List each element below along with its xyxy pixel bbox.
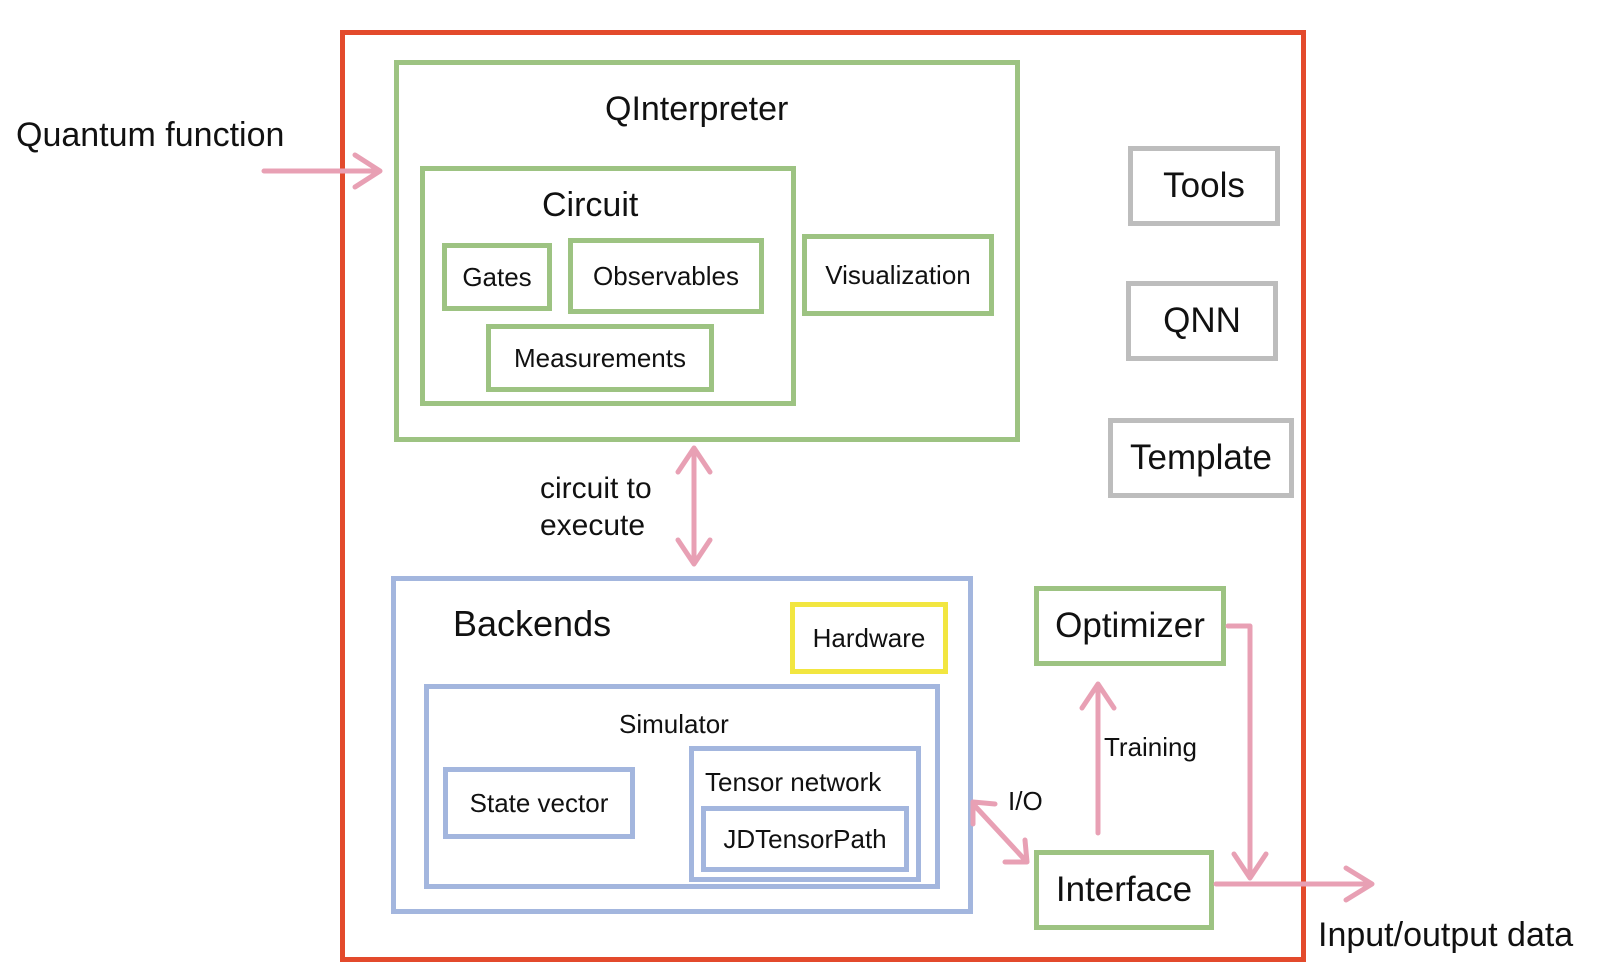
optimizer-box: Optimizer xyxy=(1034,586,1226,666)
hardware-box: Hardware xyxy=(790,602,948,674)
io-arrow xyxy=(970,799,1030,865)
observables-label: Observables xyxy=(593,260,739,291)
circuit-to-execute-line1: circuit to xyxy=(540,472,652,505)
qinterpreter-title: QInterpreter xyxy=(605,90,789,128)
optimizer-label: Optimizer xyxy=(1055,606,1205,645)
circuit-to-execute-label: circuit to execute xyxy=(540,470,652,544)
visualization-box: Visualization xyxy=(802,234,994,316)
output-arrow xyxy=(1213,865,1375,903)
outer-frame xyxy=(340,30,1306,962)
state-vector-box: State vector xyxy=(443,767,635,839)
circuit-exec-arrow xyxy=(675,445,713,567)
circuit-title: Circuit xyxy=(542,186,639,224)
optimizer-output-arrow xyxy=(1225,623,1269,881)
qnn-label: QNN xyxy=(1163,301,1241,340)
simulator-box xyxy=(424,684,940,889)
tools-box: Tools xyxy=(1128,146,1280,226)
training-arrow xyxy=(1079,681,1117,836)
template-box: Template xyxy=(1108,418,1294,498)
circuit-box xyxy=(420,166,796,406)
visualization-label: Visualization xyxy=(825,259,971,290)
interface-label: Interface xyxy=(1055,870,1193,909)
observables-box: Observables xyxy=(568,238,764,314)
tools-label: Tools xyxy=(1163,166,1245,205)
input-arrow xyxy=(261,152,383,190)
state-vector-label: State vector xyxy=(469,787,609,818)
quantum-function-label: Quantum function xyxy=(16,116,285,154)
backends-title: Backends xyxy=(453,603,612,644)
tensor-network-box xyxy=(689,746,921,882)
input-output-data-label: Input/output data xyxy=(1318,916,1574,954)
backends-box xyxy=(391,576,973,914)
io-label: I/O xyxy=(1008,786,1043,816)
interface-box: Interface xyxy=(1034,850,1214,930)
qnn-box: QNN xyxy=(1126,281,1278,361)
simulator-title: Simulator xyxy=(619,709,729,739)
hardware-label: Hardware xyxy=(812,622,926,653)
training-label: Training xyxy=(1104,732,1197,762)
qinterpreter-box xyxy=(394,60,1020,442)
gates-box: Gates xyxy=(442,243,552,311)
template-label: Template xyxy=(1129,438,1273,477)
measurements-box: Measurements xyxy=(486,324,714,392)
measurements-label: Measurements xyxy=(514,342,686,373)
circuit-to-execute-line2: execute xyxy=(540,509,646,542)
jdtensorpath-label: JDTensorPath xyxy=(723,823,887,854)
jdtensorpath-box: JDTensorPath xyxy=(701,806,909,872)
tensor-network-label: Tensor network xyxy=(705,767,882,797)
gates-label: Gates xyxy=(462,261,532,292)
